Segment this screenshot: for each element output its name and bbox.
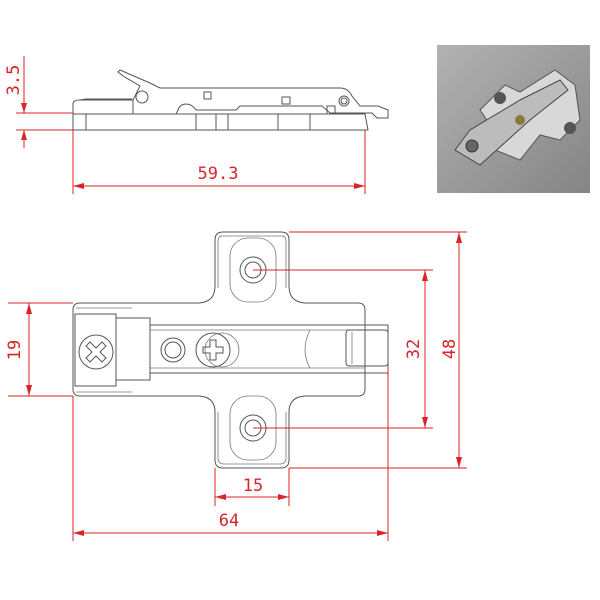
- dimension-label: 19: [5, 340, 25, 360]
- screw-icon: [78, 334, 114, 370]
- dimension-wing-width: 15: [214, 468, 290, 506]
- dimension-plate-thickness: 3.5: [4, 56, 73, 148]
- side-view: [72, 69, 389, 131]
- dimension-body-width: 19: [5, 302, 73, 397]
- dimension-overall-height: 48: [289, 231, 467, 469]
- dimension-label: 32: [404, 339, 424, 359]
- dimension-side-length: 59.3: [72, 130, 366, 194]
- dimension-label: 15: [243, 476, 263, 496]
- screw-icon: [195, 332, 231, 368]
- dimension-overall-length: 64: [72, 366, 389, 541]
- product-photo: [437, 45, 590, 193]
- dimension-hole-spacing: 32: [253, 269, 433, 429]
- dimension-label: 59.3: [198, 164, 239, 184]
- top-view: [72, 231, 389, 469]
- dimension-label: 64: [219, 511, 239, 531]
- dimension-label: 3.5: [4, 65, 24, 96]
- dimension-label: 48: [440, 339, 460, 359]
